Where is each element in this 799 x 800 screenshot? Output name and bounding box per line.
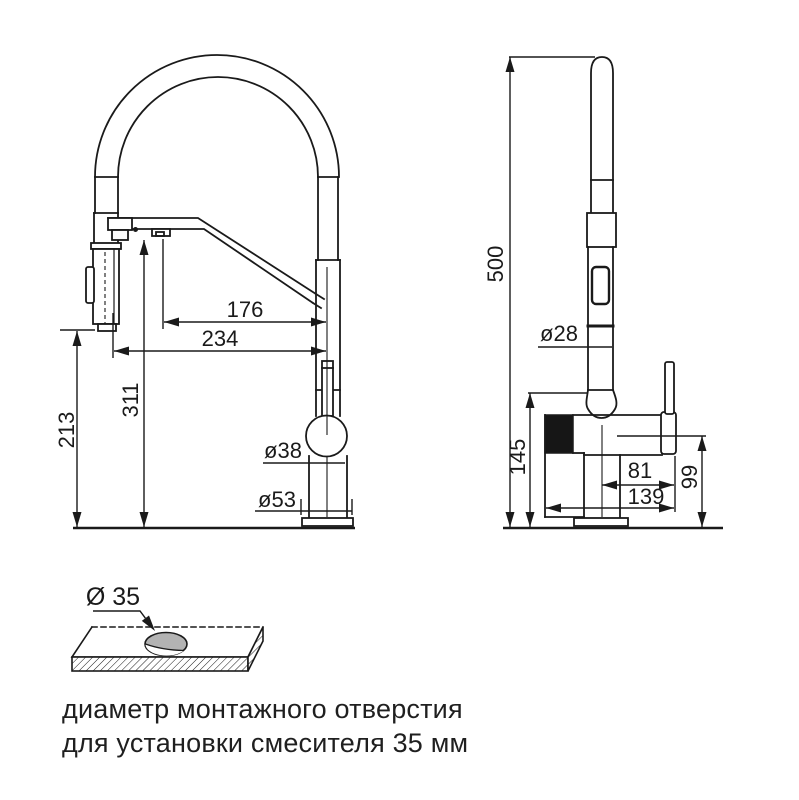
base-plate-front: [301, 517, 354, 527]
dim-label-145: 145: [505, 439, 530, 476]
dim-label-234: 234: [202, 326, 239, 351]
caption-line-2: для установки смесителя 35 мм: [62, 728, 469, 758]
dim-label-500: 500: [483, 246, 508, 283]
front-view-dimensions: 176 234 311 213 ø38 ø53: [54, 239, 353, 527]
dim-label-139: 139: [628, 484, 665, 509]
dim-label-base: ø53: [258, 487, 296, 512]
dim-label-311: 311: [118, 382, 143, 417]
hose-arc: [94, 54, 340, 261]
dim-label-hole: Ø 35: [86, 583, 140, 611]
spray-head: [85, 212, 122, 332]
caption: диаметр монтажного отверстия для установ…: [62, 692, 468, 760]
dim-label-213: 213: [54, 412, 79, 449]
column-bell: [585, 388, 618, 419]
dim-label-81: 81: [628, 458, 652, 483]
spray-head-nozzle: [97, 323, 117, 332]
dim-label-ball: ø38: [264, 438, 302, 463]
front-view: 176 234 311 213 ø38 ø53: [54, 54, 355, 530]
side-view: 500 145 ø28 99 81 139: [483, 56, 723, 530]
hole-dimension: Ø 35: [86, 583, 155, 631]
faucet-column-side: [585, 56, 618, 419]
side-view-dimensions: 500 145 ø28 99 81 139: [483, 56, 707, 527]
mounting-view: Ø 35: [70, 583, 265, 672]
base-plate-side: [573, 517, 629, 527]
handle-lever: [664, 361, 675, 415]
caption-line-1: диаметр монтажного отверстия: [62, 694, 463, 724]
faucet-body-side: [544, 361, 677, 527]
mounting-hole: [144, 631, 188, 657]
arm-detent: [133, 227, 138, 232]
dim-label-176: 176: [227, 297, 264, 322]
dock-bracket: [107, 217, 133, 231]
dim-label-column: ø28: [540, 321, 578, 346]
spray-head-clip: [85, 266, 95, 304]
dim-label-99: 99: [677, 465, 702, 489]
spray-face: [544, 414, 574, 454]
column-collar: [586, 212, 617, 248]
spout-arm: [107, 217, 326, 310]
column-button: [590, 265, 611, 306]
handle-hub: [660, 411, 677, 455]
faucet-column-front: [301, 259, 354, 527]
